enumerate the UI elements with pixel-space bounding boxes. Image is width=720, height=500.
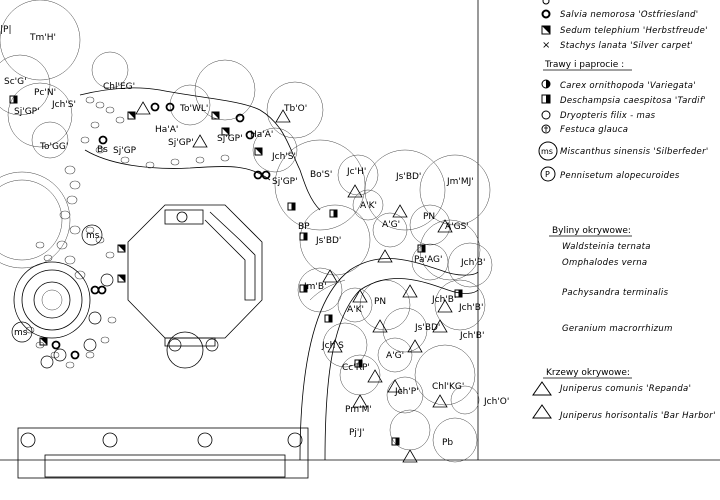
- plant-label: Sj'GP': [14, 107, 40, 117]
- plant-label: Ha'A': [155, 125, 178, 135]
- plant-label: Js'BD': [315, 236, 341, 246]
- x-icon: ×: [542, 40, 550, 51]
- garden-path: [299, 258, 479, 461]
- plant-label: Pb: [442, 438, 453, 448]
- legend-text: Juniperus comunis 'Repanda': [558, 384, 691, 394]
- plant-label: A'G': [382, 220, 400, 230]
- plant-label: Js'BD': [395, 172, 421, 182]
- plant-label: Bs: [97, 145, 108, 155]
- legend-text: Miscanthus sinensis 'Silberfeder': [560, 147, 709, 157]
- legend-text: Pennisetum alopecuroides: [560, 171, 680, 181]
- plant-label: A'G': [386, 351, 404, 361]
- legend-text: Geranium macrorrhizum: [562, 324, 673, 334]
- perennial-markers: [9, 95, 463, 446]
- plant-label: |P|: [0, 25, 12, 35]
- legend-shrubs-header: Krzewy okrywowe:: [546, 368, 630, 378]
- plant-label: Jch'S': [271, 152, 296, 162]
- plant-label: Pc'N': [34, 88, 56, 98]
- plant-label: Sj'GP: [113, 146, 137, 156]
- plant-label: BP: [298, 222, 310, 232]
- legend-text: Deschampsia caespitosa 'Tardif': [560, 96, 706, 106]
- plant-label: Pj'J': [349, 428, 365, 438]
- plant-label: Jm'B': [303, 282, 327, 292]
- plant-label: PN: [423, 212, 435, 222]
- legend-text: Pachysandra terminalis: [562, 288, 669, 298]
- plant-label: Sj'GP': [168, 138, 194, 148]
- legend-text: Sedum telephium 'Herbstfreude': [560, 26, 708, 36]
- legend-ground: Waldsteinia ternata Omphalodes verna Pac…: [562, 242, 673, 334]
- bottom-terrace: [17, 427, 309, 479]
- plant-label: Jc'H': [346, 167, 366, 177]
- plant-label: Jch'P': [394, 387, 419, 397]
- p-icon: [540, 166, 556, 182]
- plant-label: To'GG': [39, 142, 68, 152]
- legend-text: Carex ornithopoda 'Variegata': [560, 81, 696, 91]
- legend-top-items: Salvia nemorosa 'Ostfriesland' Salvia ne…: [541, 0, 708, 51]
- plant-label: Tm'H': [29, 33, 56, 43]
- plant-label: PN: [374, 297, 386, 307]
- triangle-icon: [532, 381, 552, 396]
- plant-label: ms: [86, 231, 100, 241]
- plant-label: Pa'AG': [414, 255, 442, 265]
- plant-label: Bo'S': [310, 170, 332, 180]
- plant-label: Chl'EG': [103, 82, 135, 92]
- ms-icon: [538, 141, 558, 161]
- plant-label: Jm'MJ': [446, 177, 474, 187]
- legend-text: Festuca glauca: [560, 125, 628, 135]
- plant-label: Chl'KG': [432, 382, 464, 392]
- plant-label: Sc'G': [4, 77, 27, 87]
- plant-label: Jch'B': [458, 303, 483, 313]
- plant-label: ms: [14, 328, 28, 338]
- legend-text: Stachys lanata 'Silver carpet': [560, 41, 693, 51]
- plant-label: Jch'B': [459, 331, 484, 341]
- plant-label: Pm'M': [345, 405, 372, 415]
- circle-icon: [541, 110, 551, 120]
- planting-bed-border: [79, 87, 321, 211]
- plant-label: Ha'A': [250, 130, 273, 140]
- legend-text: Waldsteinia ternata: [562, 242, 651, 252]
- plant-labels: |P| Tm'H' Sc'G' Pc'N' Sj'GP' Jch'S' To'G…: [0, 25, 509, 448]
- plant-label: A'K': [360, 201, 377, 211]
- plant-label: To'WL': [179, 104, 208, 114]
- legend: Salvia nemorosa 'Ostfriesland' Salvia ne…: [532, 0, 716, 421]
- legend-grasses: Carex ornithopoda 'Variegata' Deschampsi…: [538, 79, 709, 182]
- plant-label: Jch'B': [460, 258, 485, 268]
- f-circle-icon: [541, 124, 551, 134]
- plant-label: Sj'GP': [217, 134, 243, 144]
- octagon-pergola: [127, 204, 263, 369]
- legend-text: Juniperus horisontalis 'Bar Harbor': [558, 411, 716, 421]
- legend-ground-header: Byliny okrywowe:: [552, 226, 631, 236]
- legend-text: Omphalodes verna: [562, 258, 647, 268]
- legend-symbol-text: ms: [541, 147, 553, 156]
- plant-label: Jch'B': [431, 295, 456, 305]
- round-patio: [13, 261, 91, 339]
- legend-symbol-text: P: [545, 170, 550, 179]
- plant-label: Jch'S': [51, 100, 76, 110]
- tree-canopies: [0, 0, 493, 463]
- plant-label: Js'BD': [414, 323, 440, 333]
- legend-shrubs: Juniperus comunis 'Repanda' Juniperus ho…: [532, 381, 716, 421]
- plant-label: A'K': [347, 305, 364, 315]
- plant-label: Cc'RP': [342, 363, 370, 373]
- plant-label: Jch S: [321, 341, 344, 351]
- legend-text: Dryopteris filix - mas: [560, 111, 656, 121]
- legend-grasses-header: Trawy i paprocie :: [544, 60, 624, 70]
- legend-text: Salvia nemorosa 'Ostfriesland': [560, 10, 698, 20]
- plant-label: A'GS': [445, 222, 469, 232]
- shrub-markers: [135, 101, 453, 463]
- plant-label: Jch'O': [483, 397, 509, 407]
- plant-label: Sj'GP': [272, 177, 298, 187]
- plant-label: Tb'O': [283, 104, 307, 114]
- triangle-icon: [532, 404, 552, 419]
